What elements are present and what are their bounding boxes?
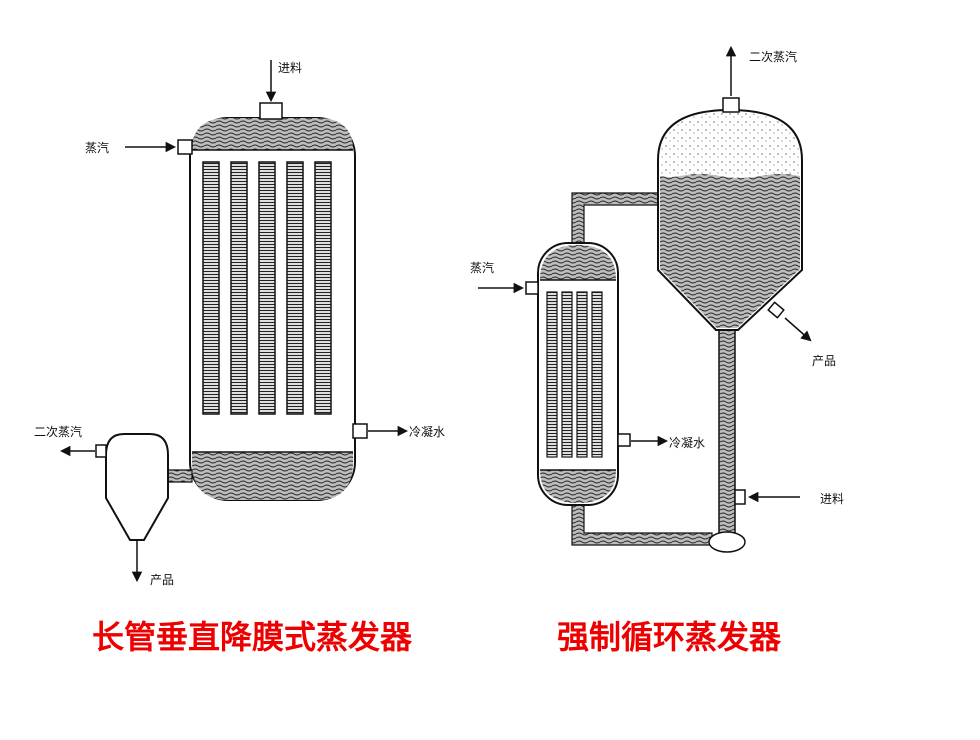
separator-vapor-space [660, 112, 800, 178]
tube-bundle [202, 161, 332, 415]
right-condensate-label: 冷凝水 [669, 435, 705, 450]
bottom-liquid [192, 452, 353, 500]
caption-forced-circulation: 强制循环蒸发器 [557, 618, 782, 656]
left-secondary-steam-label: 二次蒸汽 [34, 424, 82, 439]
separator-liquid [660, 174, 800, 328]
left-condensate-label: 冷凝水 [409, 424, 445, 439]
falling-film-evaporator: 进料 蒸汽 冷凝水 二次蒸汽 产品 [34, 60, 445, 587]
connecting-pipe [167, 469, 193, 483]
separator-vapor-nozzle [95, 444, 107, 458]
heater-top-head [540, 245, 616, 280]
right-product-label: 产品 [812, 354, 836, 368]
separator-top-nozzle [722, 97, 740, 113]
heater-steam-nozzle [525, 281, 539, 295]
return-pipe-top [571, 192, 659, 244]
circulation-pump [708, 531, 746, 553]
left-feed-label: 进料 [278, 61, 302, 75]
caption-falling-film: 长管垂直降膜式蒸发器 [92, 618, 413, 656]
right-secondary-steam-label: 二次蒸汽 [749, 49, 797, 64]
right-feed-label: 进料 [820, 492, 844, 506]
separator-vessel [105, 433, 169, 541]
left-product-label: 产品 [150, 573, 174, 587]
return-pipe-bottom [571, 504, 713, 546]
right-feed-nozzle [734, 489, 746, 505]
product-nozzle [767, 301, 785, 319]
left-steam-label: 蒸汽 [85, 140, 109, 155]
condensate-nozzle [352, 423, 368, 439]
downcomer-pipe [718, 329, 736, 536]
right-steam-label: 蒸汽 [470, 260, 494, 275]
heater-bottom-head [540, 470, 616, 503]
forced-circulation-evaporator: 二次蒸汽 蒸汽 产品 冷凝水 进料 [470, 45, 844, 553]
steam-nozzle [177, 139, 193, 155]
heater-condensate-nozzle [617, 433, 631, 447]
feed-nozzle [259, 102, 283, 120]
top-liquid-head [192, 118, 353, 150]
right-product-arrow [784, 317, 812, 342]
heater-tube-bundle [546, 291, 603, 458]
